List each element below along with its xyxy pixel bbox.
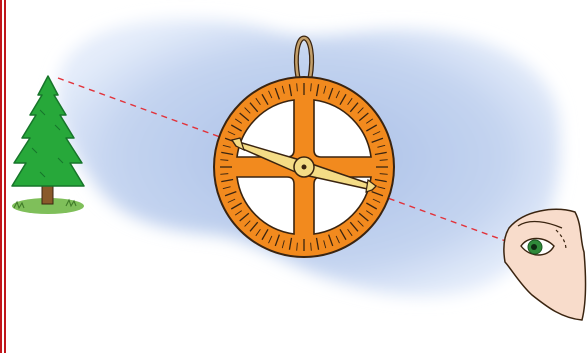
tree	[11, 75, 85, 214]
rim-tick	[234, 118, 243, 124]
rim-tick	[230, 124, 242, 132]
rim-tick	[227, 131, 236, 136]
rim-tick	[310, 242, 312, 251]
rim-tick	[281, 240, 285, 249]
rim-tick	[328, 234, 334, 247]
rim-tick	[339, 93, 347, 105]
rim-tick	[349, 102, 359, 113]
rim-tick	[366, 202, 378, 210]
center-pin-dot	[301, 164, 307, 170]
astrolabe	[213, 35, 395, 258]
rim-tick	[244, 107, 251, 114]
page-edge-line-outer	[0, 0, 2, 353]
rim-tick	[220, 173, 229, 175]
rim-tick	[227, 198, 236, 203]
rim-tick	[230, 202, 242, 210]
face-skin	[503, 208, 587, 321]
rim-tick	[239, 112, 250, 122]
rim-tick	[274, 87, 280, 100]
rim-tick	[255, 97, 261, 106]
grass-tufts	[13, 198, 77, 210]
page-edge-line-inner	[4, 0, 6, 353]
rim-tick	[377, 186, 386, 190]
rim-tick	[377, 144, 386, 148]
alidade-vane-left	[231, 137, 246, 152]
rim-tick	[244, 220, 251, 227]
rim-tick	[268, 90, 273, 99]
rim-tick	[358, 212, 369, 222]
rim-tick	[296, 83, 298, 92]
rim-tick	[281, 85, 285, 94]
rim-tick	[374, 151, 387, 156]
rim-tick	[371, 137, 384, 143]
rim-tick	[224, 191, 237, 197]
rim-tick	[347, 97, 353, 106]
rim-tick	[357, 107, 364, 114]
tree-highlights	[31, 109, 64, 178]
rim-tick	[335, 235, 340, 244]
rim-tick	[268, 235, 273, 244]
rim-tick	[261, 229, 269, 241]
rim-tick	[365, 210, 374, 216]
rim-tick	[349, 221, 359, 232]
rim-tick	[274, 234, 280, 247]
grass-mound	[12, 198, 84, 214]
rim-tick	[323, 240, 327, 249]
rim-tick	[339, 229, 347, 241]
rim-tick	[239, 212, 250, 222]
rim-tick	[323, 85, 327, 94]
rim-tick	[220, 159, 229, 161]
rim-tick-marks	[220, 83, 388, 251]
window-bottom-right	[313, 176, 372, 235]
window-top-right	[313, 99, 372, 158]
rim-tick	[222, 186, 231, 190]
rim-tick	[249, 221, 259, 232]
rim-tick	[357, 220, 364, 227]
rim-tick	[222, 144, 231, 148]
observer-eye	[503, 208, 587, 321]
window-bottom-left	[236, 176, 295, 235]
rim-tick	[249, 102, 259, 113]
rim-tick	[379, 159, 388, 161]
eye-crease	[555, 229, 567, 251]
rim-tick	[366, 124, 378, 132]
pupil	[531, 244, 537, 250]
rim-tick	[288, 84, 293, 97]
rim-tick	[335, 90, 340, 99]
rim-tick	[288, 237, 293, 250]
rim-tick	[328, 87, 334, 100]
hanging-loop-fill	[295, 36, 313, 80]
rim-tick	[372, 131, 381, 136]
window-top-left	[236, 99, 295, 158]
alidade-vane-right	[365, 178, 377, 193]
rim-tick	[296, 242, 298, 251]
rim-tick	[347, 228, 353, 237]
page-edge-border	[0, 0, 6, 353]
rim-tick	[379, 173, 388, 175]
eyebrow	[517, 220, 563, 229]
rim-tick	[374, 178, 387, 183]
rim-tick	[221, 178, 234, 183]
rim-tick	[255, 228, 261, 237]
rim-tick	[315, 84, 320, 97]
rim-tick	[261, 93, 269, 105]
rim-tick	[371, 191, 384, 197]
tree-foliage	[11, 75, 85, 187]
rim-tick	[310, 83, 312, 92]
rim-tick	[234, 210, 243, 216]
rim-tick	[358, 112, 369, 122]
rim-tick	[221, 151, 234, 156]
rim-tick	[315, 237, 320, 250]
rim-tick	[372, 198, 381, 203]
rim-tick	[365, 118, 374, 124]
sight-line	[57, 77, 526, 249]
